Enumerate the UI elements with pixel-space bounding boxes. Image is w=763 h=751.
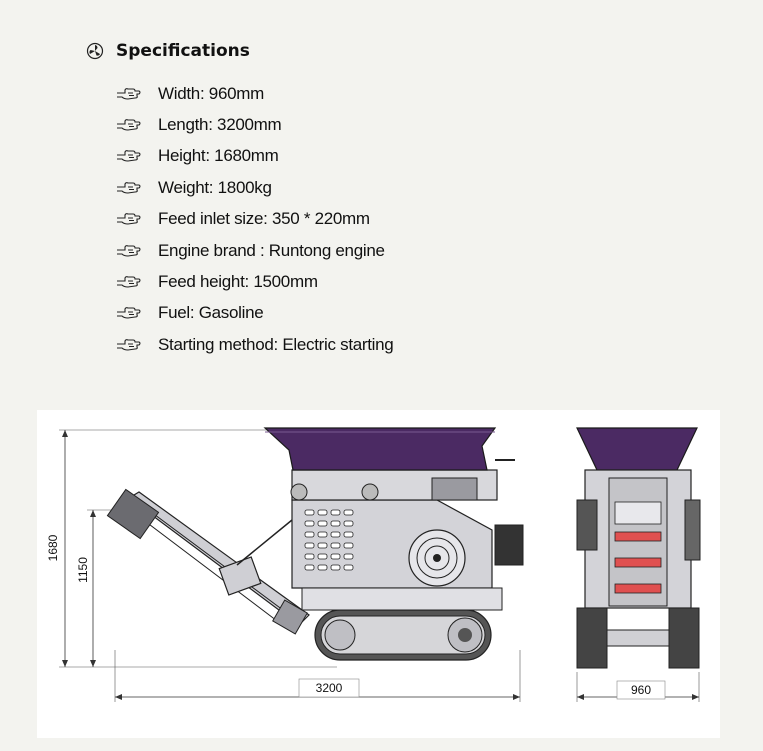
spec-item-feed-height: Feed height: 1500mm — [116, 266, 393, 297]
height-dim-label: 1680 — [46, 534, 60, 561]
feed-dim-label: 1150 — [76, 557, 90, 583]
pointing-hand-icon — [117, 87, 141, 100]
conveyor-bracket — [218, 556, 262, 596]
specifications-title: Specifications — [116, 41, 250, 61]
left-track — [576, 607, 608, 669]
pointing-hand-icon — [117, 150, 141, 163]
spec-list: Width: 960mm Length: 3200mm Height: 1680… — [116, 78, 394, 361]
spec-item-length: Length: 3200mm — [116, 109, 393, 140]
spec-label: Fuel: Gasoline — [158, 303, 264, 323]
pointing-hand-icon — [117, 338, 141, 351]
spec-label: Engine brand : Runtong engine — [158, 240, 385, 260]
spec-item-starting-method: Starting method: Electric starting — [116, 329, 394, 360]
specifications-heading: Specifications — [86, 41, 250, 61]
red-roller — [614, 583, 662, 594]
width-dim-label: 960 — [631, 683, 651, 697]
spec-label: Width: 960mm — [158, 83, 264, 103]
pointing-hand-icon — [117, 181, 141, 194]
spec-item-weight: Weight: 1800kg — [116, 172, 393, 203]
hopper — [263, 427, 497, 471]
pointing-hand-icon — [117, 244, 141, 257]
length-dim-label: 3200 — [316, 681, 343, 695]
machine-drawing: 1680 1150 3200 — [37, 410, 720, 738]
spec-label: Weight: 1800kg — [158, 177, 272, 197]
front-hopper — [576, 427, 698, 471]
spec-item-fuel: Fuel: Gasoline — [116, 298, 393, 329]
pointing-hand-icon — [117, 307, 141, 319]
red-roller — [614, 531, 662, 542]
spec-item-feed-inlet: Feed inlet size: 350 * 220mm — [116, 204, 393, 235]
front-view: 960 — [576, 427, 701, 702]
side-view: 1680 1150 3200 — [46, 427, 524, 702]
spec-item-engine-brand: Engine brand : Runtong engine — [116, 235, 393, 266]
fan-icon — [86, 42, 104, 60]
spec-label: Feed height: 1500mm — [158, 272, 318, 292]
spec-label: Height: 1680mm — [158, 146, 279, 166]
pointing-hand-icon — [117, 276, 141, 288]
machine-drawing-svg: 1680 1150 3200 — [46, 427, 701, 702]
spec-label: Feed inlet size: 350 * 220mm — [158, 209, 370, 229]
spec-item-width: Width: 960mm — [116, 78, 393, 109]
spec-label: Starting method: Electric starting — [158, 334, 394, 354]
red-roller — [614, 557, 662, 568]
spec-label: Length: 3200mm — [158, 115, 282, 135]
pointing-hand-icon — [117, 119, 141, 131]
spec-item-height: Height: 1680mm — [116, 141, 393, 172]
right-track — [668, 607, 700, 669]
pointing-hand-icon — [117, 213, 141, 225]
